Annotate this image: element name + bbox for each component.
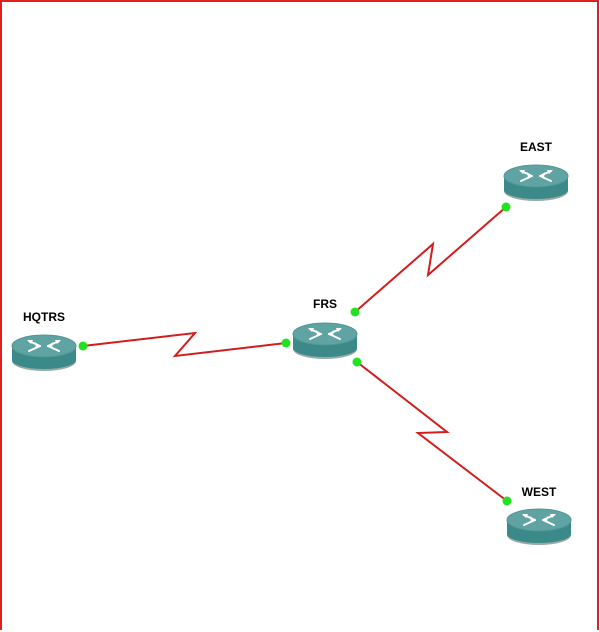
router-label-frs: FRS: [313, 297, 337, 311]
router-west[interactable]: WEST: [506, 485, 572, 546]
port-hqtrs-frs: [78, 341, 88, 351]
router-icon: [503, 164, 569, 202]
router-frs[interactable]: FRS: [292, 297, 358, 360]
router-east[interactable]: EAST: [503, 140, 569, 202]
router-label-west: WEST: [522, 485, 557, 499]
router-icon: [506, 508, 572, 546]
router-hqtrs[interactable]: HQTRS: [11, 310, 77, 372]
port-frs-hqtrs: [281, 338, 291, 348]
router-label-hqtrs: HQTRS: [23, 310, 65, 324]
link-frs-west[interactable]: [356, 361, 508, 502]
port-east-frs: [501, 202, 511, 212]
port-frs-west: [352, 357, 362, 367]
link-hqtrs-frs[interactable]: [82, 331, 287, 358]
link-frs-east[interactable]: [354, 206, 507, 313]
port-frs-east: [350, 307, 360, 317]
router-icon: [292, 322, 358, 360]
router-icon: [11, 334, 77, 372]
port-west-frs: [502, 496, 512, 506]
router-label-east: EAST: [520, 140, 553, 154]
